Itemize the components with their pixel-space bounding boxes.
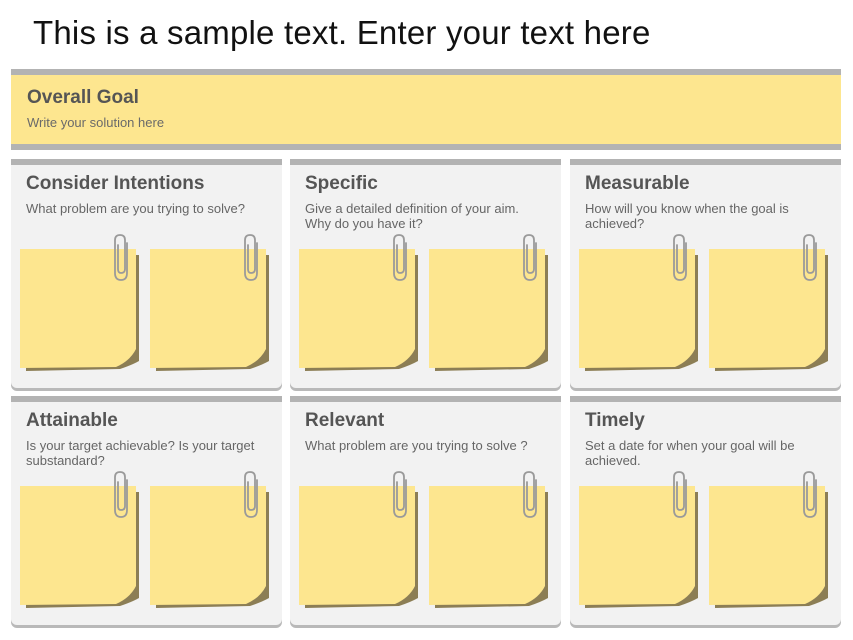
sticky-note-icon[interactable] (299, 234, 421, 373)
card-description: What problem are you trying to solve? (26, 201, 245, 216)
sticky-note-icon[interactable] (709, 471, 831, 610)
card-timely[interactable]: Timely Set a date for when your goal wil… (570, 396, 841, 625)
card-relevant[interactable]: Relevant What problem are you trying to … (290, 396, 561, 625)
card-measurable[interactable]: Measurable How will you know when the go… (570, 159, 841, 388)
sticky-note-icon[interactable] (150, 234, 272, 373)
card-description: Set a date for when your goal will be ac… (585, 438, 795, 468)
card-title: Consider Intentions (26, 173, 205, 194)
sticky-note-icon[interactable] (20, 471, 142, 610)
card-consider-intentions[interactable]: Consider Intentions What problem are you… (11, 159, 282, 388)
card-title: Timely (585, 410, 645, 431)
card-description: What problem are you trying to solve ? (305, 438, 528, 453)
sticky-note-icon[interactable] (579, 234, 701, 373)
card-attainable[interactable]: Attainable Is your target achievable? Is… (11, 396, 282, 625)
card-title: Measurable (585, 173, 690, 194)
card-description: How will you know when the goal is achie… (585, 201, 789, 231)
card-specific[interactable]: Specific Give a detailed definition of y… (290, 159, 561, 388)
overall-goal-title: Overall Goal (27, 87, 139, 108)
sticky-note-icon[interactable] (709, 234, 831, 373)
sticky-note-icon[interactable] (429, 471, 551, 610)
card-title: Specific (305, 173, 378, 194)
sticky-note-icon[interactable] (429, 234, 551, 373)
card-description: Is your target achievable? Is your targe… (26, 438, 255, 468)
sticky-note-icon[interactable] (20, 234, 142, 373)
sticky-note-icon[interactable] (579, 471, 701, 610)
card-description: Give a detailed definition of your aim. … (305, 201, 519, 231)
sticky-note-icon[interactable] (299, 471, 421, 610)
sticky-note-icon[interactable] (150, 471, 272, 610)
overall-goal-box[interactable]: Overall Goal Write your solution here (11, 69, 841, 150)
card-title: Relevant (305, 410, 385, 431)
page-title: This is a sample text. Enter your text h… (33, 14, 651, 51)
card-title: Attainable (26, 410, 118, 431)
overall-goal-subtitle: Write your solution here (27, 115, 165, 130)
